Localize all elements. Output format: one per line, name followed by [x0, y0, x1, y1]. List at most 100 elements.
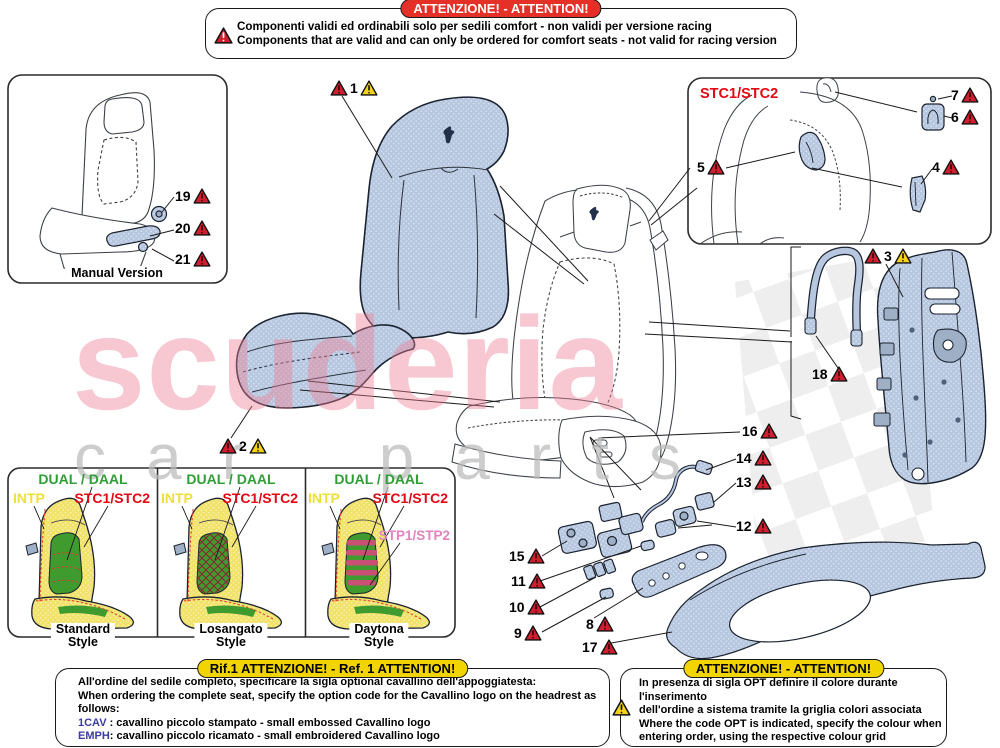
callout-number: 11 [511, 573, 526, 589]
callout-16: 16 [742, 423, 778, 439]
callout-11: 11 [511, 573, 546, 589]
leader-lines [149, 91, 953, 645]
callout-number: 14 [736, 450, 752, 466]
label-stc-2: STC1/STC2 [222, 490, 298, 506]
callout-number: 4 [932, 159, 940, 175]
manual-seat-parts [106, 205, 168, 253]
callout-number: 13 [736, 474, 752, 490]
callout-number: 19 [175, 188, 191, 204]
callout-number: 5 [697, 159, 705, 175]
label-stc-1: STC1/STC2 [74, 490, 150, 506]
code-1cav: 1CAV [78, 716, 107, 729]
headrest-bracket-drawing [804, 246, 864, 347]
callout-number: 3 [884, 248, 892, 264]
label-intp-3: INTP [308, 490, 340, 506]
callout-number: 21 [175, 251, 191, 267]
callout-17: 17 [582, 639, 618, 655]
label-dual-3: DUAL / DAAL [334, 471, 424, 487]
callout-1: 1 [330, 80, 378, 96]
warning-triangle-red-icon [707, 159, 725, 175]
top-banner-line-it: Componenti validi ed ordinabili solo per… [237, 20, 712, 33]
callout-10: 10 [509, 599, 545, 615]
label-stc-3: STC1/STC2 [372, 490, 448, 506]
label-intp-2: INTP [161, 490, 193, 506]
top-banner-title: ATTENZIONE! - ATTENTION! [400, 0, 602, 18]
callout-14: 14 [736, 450, 772, 466]
label-dual-1: DUAL / DAAL [38, 471, 128, 487]
callout-8: 8 [586, 616, 614, 632]
callout-6: 6 [951, 109, 979, 125]
opt-line1: In presenza di sigla OPT definire il col… [639, 677, 898, 703]
label-stp-3: STP1/STP2 [378, 528, 450, 543]
callout-number: 20 [175, 220, 191, 236]
callout-7: 7 [951, 87, 979, 103]
callout-5: 5 [697, 159, 725, 175]
warning-triangle-red-icon [527, 548, 545, 564]
ref1-line1: All'ordine del sedile completo, specific… [78, 676, 537, 688]
racing-shell-drawing [873, 249, 987, 485]
warning-triangle-yellow-icon [360, 80, 378, 96]
ref1-line2: When ordering the complete seat, specify… [78, 689, 597, 716]
warning-triangle-red-icon [864, 248, 882, 264]
manual-version-caption: Manual Version [65, 266, 169, 280]
parts-cluster-drawing [557, 459, 986, 660]
warning-triangle-red-icon [961, 87, 979, 103]
opt-banner-title: ATTENZIONE! - ATTENTION! [682, 659, 885, 678]
style-name-daytona: Daytona Style [349, 623, 409, 649]
callout-12: 12 [736, 518, 772, 534]
callout-4: 4 [932, 159, 960, 175]
ref1-code1-line: 1CAV : cavallino piccolo stampato - smal… [78, 716, 431, 729]
warning-triangle-red-icon [596, 616, 614, 632]
style-panel-leaders [33, 486, 405, 586]
stc-box-drawing [699, 77, 871, 245]
warning-triangle-red-icon [524, 625, 542, 641]
stc-box-label: STC1/STC2 [700, 86, 779, 102]
callout-number: 18 [812, 366, 828, 382]
callout-number: 6 [951, 109, 959, 125]
style-name-standard: Standard Style [50, 623, 116, 649]
opt-line2: dell'ordine a sistema tramite la griglia… [639, 704, 922, 717]
callout-19: 19 [175, 188, 211, 204]
warning-triangle-red-icon [961, 109, 979, 125]
top-banner-line-en: Components that are valid and can only b… [237, 33, 777, 47]
warning-triangle-yellow-icon [249, 438, 267, 454]
warning-triangle-red-icon [527, 599, 545, 615]
style-seats [25, 486, 431, 637]
callout-13: 13 [736, 474, 772, 490]
callout-number: 7 [951, 87, 959, 103]
callout-number: 15 [509, 548, 525, 564]
callout-number: 17 [582, 639, 598, 655]
ref1-code2-line: EMPH: cavallino piccolo ricamato - small… [78, 730, 440, 743]
warning-triangle-red-icon [830, 366, 848, 382]
style-seat-daytona [321, 497, 431, 637]
style-seat-losangato [173, 497, 283, 637]
callout-number: 9 [514, 625, 522, 641]
warning-triangle-red-icon [754, 474, 772, 490]
warning-triangle-red-icon [193, 188, 211, 204]
warning-triangle-red-icon [528, 573, 546, 589]
opt-attention-banner: ATTENZIONE! - ATTENTION! In presenza di … [612, 659, 947, 747]
warning-triangle-red-icon [600, 639, 618, 655]
backrest-cover-drawing [359, 96, 510, 339]
opt-line4: entering order, using the respective col… [639, 731, 886, 744]
callout-9: 9 [514, 625, 542, 641]
callout-number: 16 [742, 423, 758, 439]
opt-line3: Where the code OPT is indicated, specify… [639, 717, 942, 730]
manual-seat-drawing [39, 92, 156, 278]
callout-21: 21 [175, 251, 211, 267]
style-name-losangato: Losangato Style [194, 623, 268, 649]
callout-20: 20 [175, 220, 211, 236]
top-warning-banner: ATTENZIONE! - ATTENTION! Componenti vali… [205, 0, 797, 59]
warning-triangle-red-icon [754, 518, 772, 534]
callout-2: 2 [219, 438, 267, 454]
warning-triangle-yellow-icon [612, 699, 631, 716]
callout-number: 12 [736, 518, 752, 534]
assembled-seat-drawing [451, 184, 677, 488]
label-dual-2: DUAL / DAAL [186, 471, 276, 487]
ref1-banner-title: Rif.1 ATTENZIONE! - Ref. 1 ATTENTION! [196, 659, 469, 678]
callout-number: 8 [586, 616, 594, 632]
callout-15: 15 [509, 548, 545, 564]
callout-number: 10 [509, 599, 525, 615]
